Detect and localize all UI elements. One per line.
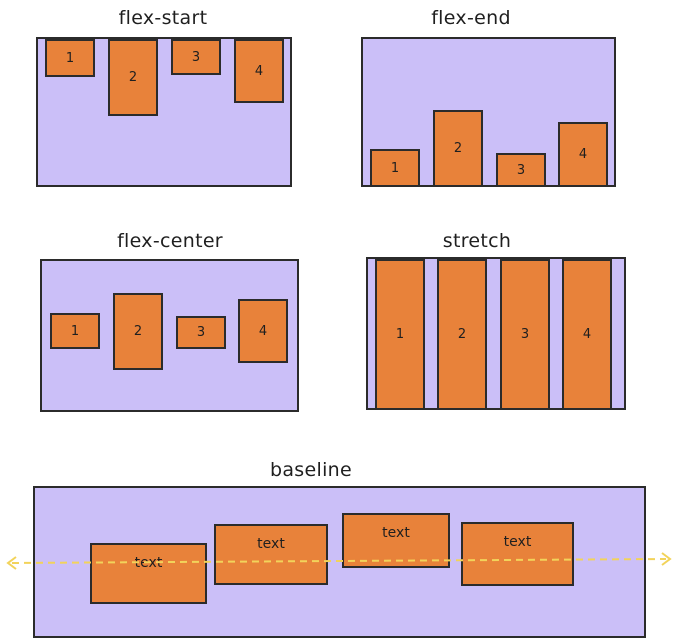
flex-end-item-3: 3 bbox=[496, 153, 546, 187]
flex-end-item-2: 2 bbox=[433, 110, 483, 187]
flex-end-item-4: 4 bbox=[558, 122, 608, 187]
flex-center-title: flex-center bbox=[117, 230, 223, 252]
stretch-container: 1 2 3 4 bbox=[366, 257, 626, 410]
baseline-item-4: text bbox=[461, 522, 574, 586]
flex-center-item-4: 4 bbox=[238, 299, 288, 363]
flex-center-item-3: 3 bbox=[176, 316, 226, 349]
baseline-item-1: text bbox=[90, 543, 207, 604]
flex-center-container: 1 2 3 4 bbox=[40, 259, 299, 412]
flex-center-item-2: 2 bbox=[113, 293, 163, 370]
flex-start-item-2: 2 bbox=[108, 39, 158, 116]
baseline-title: baseline bbox=[270, 459, 352, 481]
baseline-container: text text text text bbox=[33, 486, 646, 638]
flex-start-title: flex-start bbox=[118, 7, 208, 29]
baseline-item-3: text bbox=[342, 513, 450, 568]
flex-start-item-1: 1 bbox=[45, 39, 95, 77]
flex-start-item-3: 3 bbox=[171, 39, 221, 75]
flex-start-item-4: 4 bbox=[234, 39, 284, 103]
baseline-dashed-line bbox=[11, 558, 667, 564]
stretch-item-1: 1 bbox=[375, 259, 425, 410]
flex-center-item-1: 1 bbox=[50, 313, 100, 349]
stretch-item-2: 2 bbox=[437, 259, 487, 410]
flex-start-container: 1 2 3 4 bbox=[36, 37, 292, 187]
baseline-item-2: text bbox=[214, 524, 328, 585]
stretch-item-4: 4 bbox=[562, 259, 612, 410]
flex-end-title: flex-end bbox=[431, 7, 511, 29]
arrow-left-icon bbox=[6, 556, 17, 570]
stretch-title: stretch bbox=[442, 230, 512, 252]
flex-end-item-1: 1 bbox=[370, 149, 420, 187]
flex-end-container: 1 2 3 4 bbox=[361, 37, 616, 187]
arrow-right-icon bbox=[661, 552, 672, 566]
stretch-item-3: 3 bbox=[500, 259, 550, 410]
